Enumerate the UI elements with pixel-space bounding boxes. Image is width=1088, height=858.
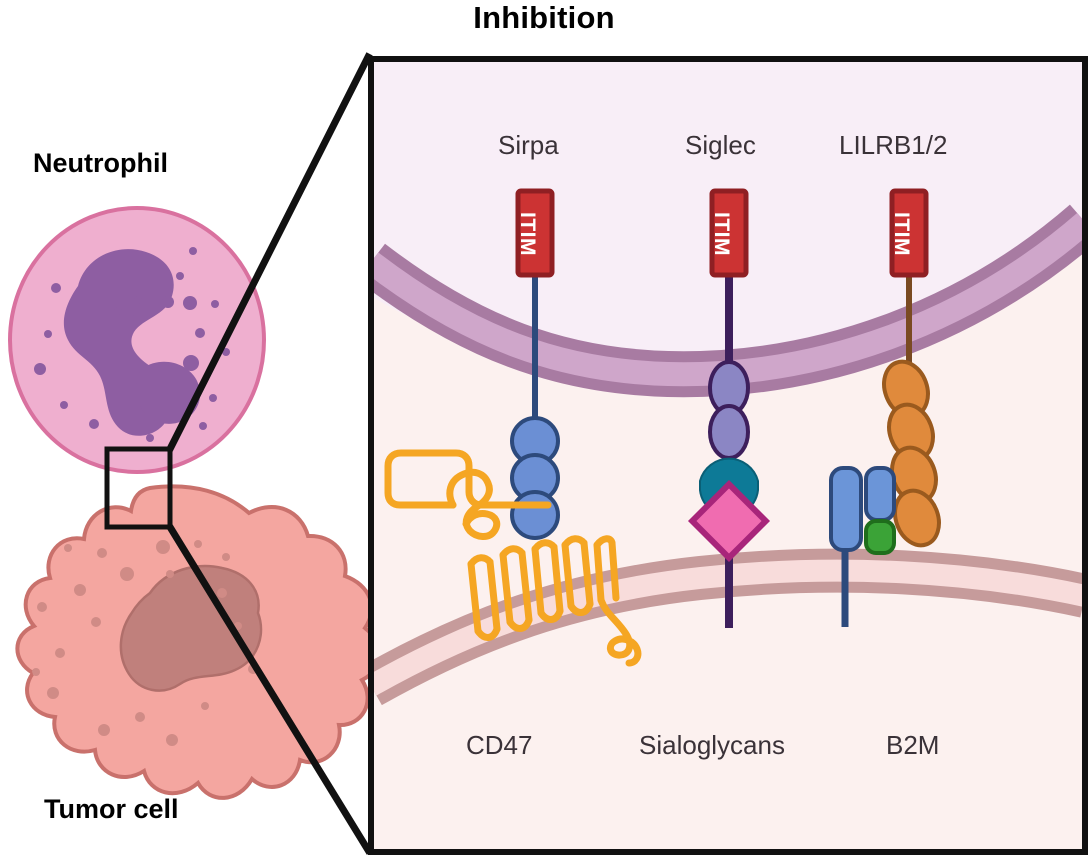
siglec-itim-label: ITIM <box>710 212 733 256</box>
tumor-nucleus <box>119 564 263 692</box>
zoom-callout-box[interactable] <box>104 446 173 530</box>
cd47-helix-turn-top-5 <box>593 535 616 549</box>
callout-leader-line-top <box>165 52 373 454</box>
sialoglycans-label: Sialoglycans <box>639 730 785 760</box>
cd47-helix-3a <box>531 545 545 617</box>
lilrb-label: LILRB1/2 <box>839 130 948 160</box>
cd47-helix-turn-bottom-3 <box>537 607 564 623</box>
neutrophil-membrane-core <box>371 212 1085 387</box>
neutrophil-nucleus-lobe-2 <box>136 361 201 424</box>
tumor-membrane-core <box>371 559 1085 696</box>
ligand-b2m <box>829 466 896 627</box>
b2m-mhc-beta-block <box>864 466 896 522</box>
sialoglycan-diamond <box>687 479 771 563</box>
sirpa-label: Sirpa <box>498 130 559 160</box>
b2m-label: B2M <box>886 730 940 760</box>
neutrophil-nucleus-lobe-3 <box>183 355 199 371</box>
sirpa-itim-box <box>515 188 555 278</box>
cd47-helix-3b <box>550 543 564 615</box>
cd47-helix-1a <box>467 560 482 635</box>
lilrb-ig-domain-4 <box>893 488 941 548</box>
sirpa-ig-domain-3 <box>510 490 560 540</box>
panel-contents <box>371 59 1085 852</box>
inhibition-panel-frame <box>368 56 1088 855</box>
neutrophil-granules <box>34 247 230 442</box>
cd47-helix-5b <box>608 539 620 602</box>
cd47-label: CD47 <box>466 730 533 760</box>
neutrophil-cell <box>8 206 266 474</box>
siglec-label: Siglec <box>685 130 756 160</box>
tumor-cell-label: Tumor cell <box>44 794 179 824</box>
ligand-cd47 <box>384 449 642 667</box>
b2m-mhc-alpha-block <box>829 466 863 552</box>
page-title: Inhibition <box>473 0 615 35</box>
tumor-granules <box>32 540 258 746</box>
neutrophil-body <box>8 206 266 474</box>
cd47-helix-2b <box>518 549 533 624</box>
cd47-helix-turn-bottom-2 <box>506 616 533 632</box>
neutrophil-label: Neutrophil <box>33 148 168 178</box>
siglec-ig-domain-2 <box>708 404 750 460</box>
siglec-itim-box <box>709 188 749 278</box>
b2m-beta2-microglobulin-block <box>864 519 896 555</box>
cd47-helix-1b <box>486 558 501 633</box>
ligand-sialoglycans <box>687 479 771 563</box>
zoom-callout[interactable] <box>104 52 373 855</box>
lilrb-itim-box <box>889 188 929 278</box>
lilrb-itim-label: ITIM <box>890 212 913 256</box>
receptor-lilrb <box>882 188 941 548</box>
sirpa-itim-label: ITIM <box>516 212 539 256</box>
cd47-helix-4a <box>561 541 575 610</box>
cd47-helix-turn-bottom-4 <box>567 600 594 616</box>
cd47-helix-2a <box>499 551 514 626</box>
cd47-helix-4b <box>580 539 594 608</box>
tumor-membrane <box>371 548 1085 706</box>
cd47-extracellular-loop <box>384 449 552 509</box>
neutrophil-membrane <box>371 204 1085 398</box>
callout-leader-line-bottom <box>165 522 373 855</box>
neutrophil-interior <box>34 247 230 442</box>
tumor-interior <box>32 540 263 746</box>
cd47-helix-turn-bottom-1 <box>474 625 501 641</box>
cd47-helix-5a <box>593 541 605 604</box>
cd47-cytoplasmic-tail <box>597 596 642 667</box>
